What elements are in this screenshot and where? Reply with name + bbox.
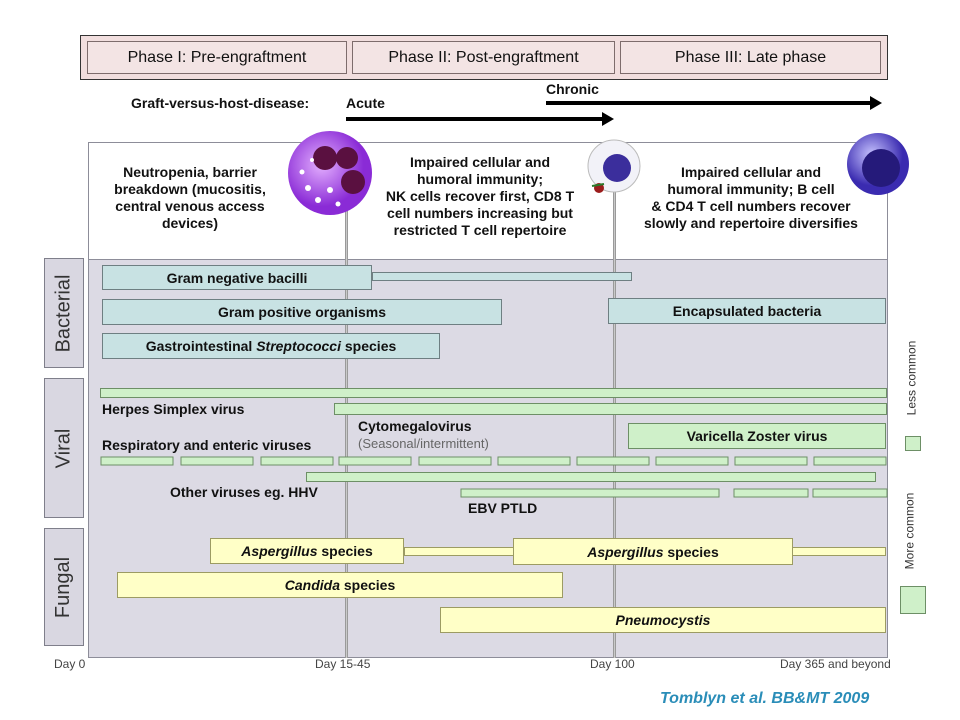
- cmv-bar: [334, 403, 887, 415]
- category-fungal: Fungal: [44, 528, 84, 646]
- citation: Tomblyn et al. BB&MT 2009: [660, 690, 870, 707]
- gram-positive-bar: Gram positive organisms: [102, 299, 502, 325]
- divider-day15: [345, 142, 348, 658]
- cmv-label: Cytomegalovirus: [358, 418, 472, 434]
- legend-less-common: Less common: [904, 340, 919, 416]
- pneumocystis-bar: Pneumocystis: [440, 607, 886, 633]
- phase-1-label: Phase I: Pre-engraftment: [87, 41, 347, 74]
- hsv-bar: [100, 388, 887, 398]
- hsv-label: Herpes Simplex virus: [102, 401, 245, 417]
- category-bacterial: Bacterial: [44, 258, 84, 368]
- tick-day365: Day 365 and beyond: [780, 657, 891, 671]
- ebv-ptld-label: EBV PTLD: [468, 500, 538, 516]
- b-cell-icon: [847, 133, 909, 195]
- resp-enteric-intermittent-bar: [100, 456, 887, 466]
- tick-day100: Day 100: [590, 657, 635, 671]
- candida-bar: Candida species: [117, 572, 563, 598]
- other-viruses-bar: [306, 472, 876, 482]
- legend-more-common: More common: [902, 492, 917, 570]
- other-viruses-label: Other viruses eg. HHV: [170, 484, 318, 500]
- cmv-note: (Seasonal/intermittent): [358, 436, 489, 451]
- gvhd-acute-label: Acute: [346, 95, 385, 111]
- phase-2-label: Phase II: Post-engraftment: [352, 41, 615, 74]
- gvhd-chronic-label: Chronic: [546, 81, 599, 97]
- encapsulated-bacteria-bar: Encapsulated bacteria: [608, 298, 886, 324]
- resp-enteric-label: Respiratory and enteric viruses: [102, 437, 312, 453]
- gram-negative-tail-bar: [372, 272, 632, 281]
- legend-less-swatch: [905, 436, 921, 451]
- gvhd-label: Graft-versus-host-disease:: [131, 95, 310, 111]
- neutrophil-cell-icon: [288, 131, 372, 215]
- t-cell-icon: [587, 139, 641, 193]
- tick-day15-45: Day 15-45: [315, 657, 371, 671]
- gram-negative-bar: Gram negative bacilli: [102, 265, 372, 290]
- category-viral: Viral: [44, 378, 84, 518]
- divider-day100: [613, 142, 616, 658]
- phase-3-label: Phase III: Late phase: [620, 41, 881, 74]
- tick-day0: Day 0: [54, 657, 86, 671]
- aspergillus-late-bar: Aspergillus species: [513, 538, 793, 565]
- chronic-arrow-head: [870, 96, 882, 110]
- gi-streptococci-bar: Gastrointestinal Streptococci species: [102, 333, 440, 359]
- vzv-bar: Varicella Zoster virus: [628, 423, 886, 449]
- ebv-ptld-intermittent-bar: [460, 488, 888, 498]
- gvhd-arrows: [346, 96, 882, 126]
- legend-more-swatch: [900, 586, 926, 614]
- acute-arrow-head: [602, 112, 614, 126]
- aspergillus-early-bar: Aspergillus species: [210, 538, 404, 564]
- immunity-description-area: [88, 142, 888, 260]
